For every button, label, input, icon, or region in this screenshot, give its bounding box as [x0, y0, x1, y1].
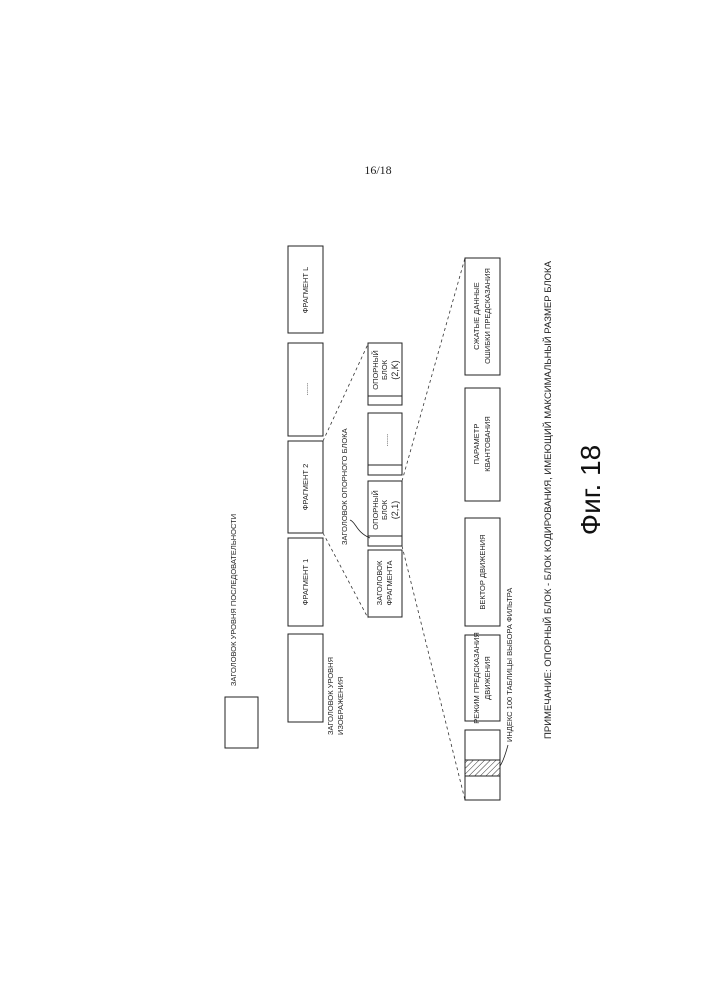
slice-header-label-2: ФРАГМЕНТА — [385, 560, 394, 605]
expand-line — [402, 258, 465, 481]
compressed-data-label-1: СЖАТЫЕ ДАННЫЕ — [472, 282, 481, 350]
picture-header-label-1: ЗАГОЛОВОК УРОВНЯ — [326, 657, 335, 735]
block-2-k-label-2: БЛОК — [380, 359, 389, 380]
block-2-k-label-1: ОПОРНЫЙ — [371, 350, 380, 390]
leader-line — [350, 520, 370, 538]
block-2-k-label-3: (2,K) — [390, 360, 400, 380]
legend-box — [225, 697, 258, 748]
filter-index-label: ИНДЕКС 100 ТАБЛИЦЫ ВЫБОРА ФИЛЬТРА — [505, 588, 514, 742]
block-header-label: ЗАГОЛОВОК ОПОРНОГО БЛОКА — [340, 428, 349, 545]
block-2-1-label-3: (2,1) — [390, 501, 400, 520]
slice-header-label-1: ЗАГОЛОВОК — [375, 560, 384, 605]
note: ПРИМЕЧАНИЕ: ОПОРНЫЙ БЛОК - БЛОК КОДИРОВА… — [542, 260, 554, 739]
block-2-1-label-2: БЛОК — [380, 499, 389, 520]
motion-mode-label-2: ДВИЖЕНИЯ — [483, 656, 492, 700]
leader-line — [500, 745, 508, 766]
slice-l-label: ФРАГМЕНТ L — [301, 267, 310, 314]
filter-index-field — [465, 760, 500, 776]
expand-line — [323, 344, 368, 441]
page-number: 16/18 — [364, 163, 391, 177]
block-2-1-label-1: ОПОРНЫЙ — [371, 490, 380, 530]
compressed-data-label-2: ОШИБКИ ПРЕДСКАЗАНИЯ — [483, 268, 492, 364]
motion-mode-label-1: РЕЖИМ ПРЕДСКАЗАНИЯ — [472, 632, 481, 724]
slice-1-label: ФРАГМЕНТ 1 — [301, 559, 310, 606]
block-dots-label: ...... — [381, 434, 390, 447]
slice-2-label: ФРАГМЕНТ 2 — [301, 464, 310, 511]
expand-line — [402, 546, 465, 800]
picture-header-box — [288, 634, 323, 722]
figure-label: Фиг. 18 — [575, 445, 606, 535]
motion-vector-label: ВЕКТОР ДВИЖЕНИЯ — [478, 534, 487, 609]
legend-label: ЗАГОЛОВОК УРОВНЯ ПОСЛЕДОВАТЕЛЬНОСТИ — [229, 514, 238, 686]
quant-param-label-2: КВАНТОВАНИЯ — [483, 416, 492, 472]
slice-dots-label: ...... — [301, 383, 310, 396]
quant-param-label-1: ПАРАМЕТР — [472, 424, 481, 465]
picture-header-label-2: ИЗОБРАЖЕНИЯ — [336, 677, 345, 735]
